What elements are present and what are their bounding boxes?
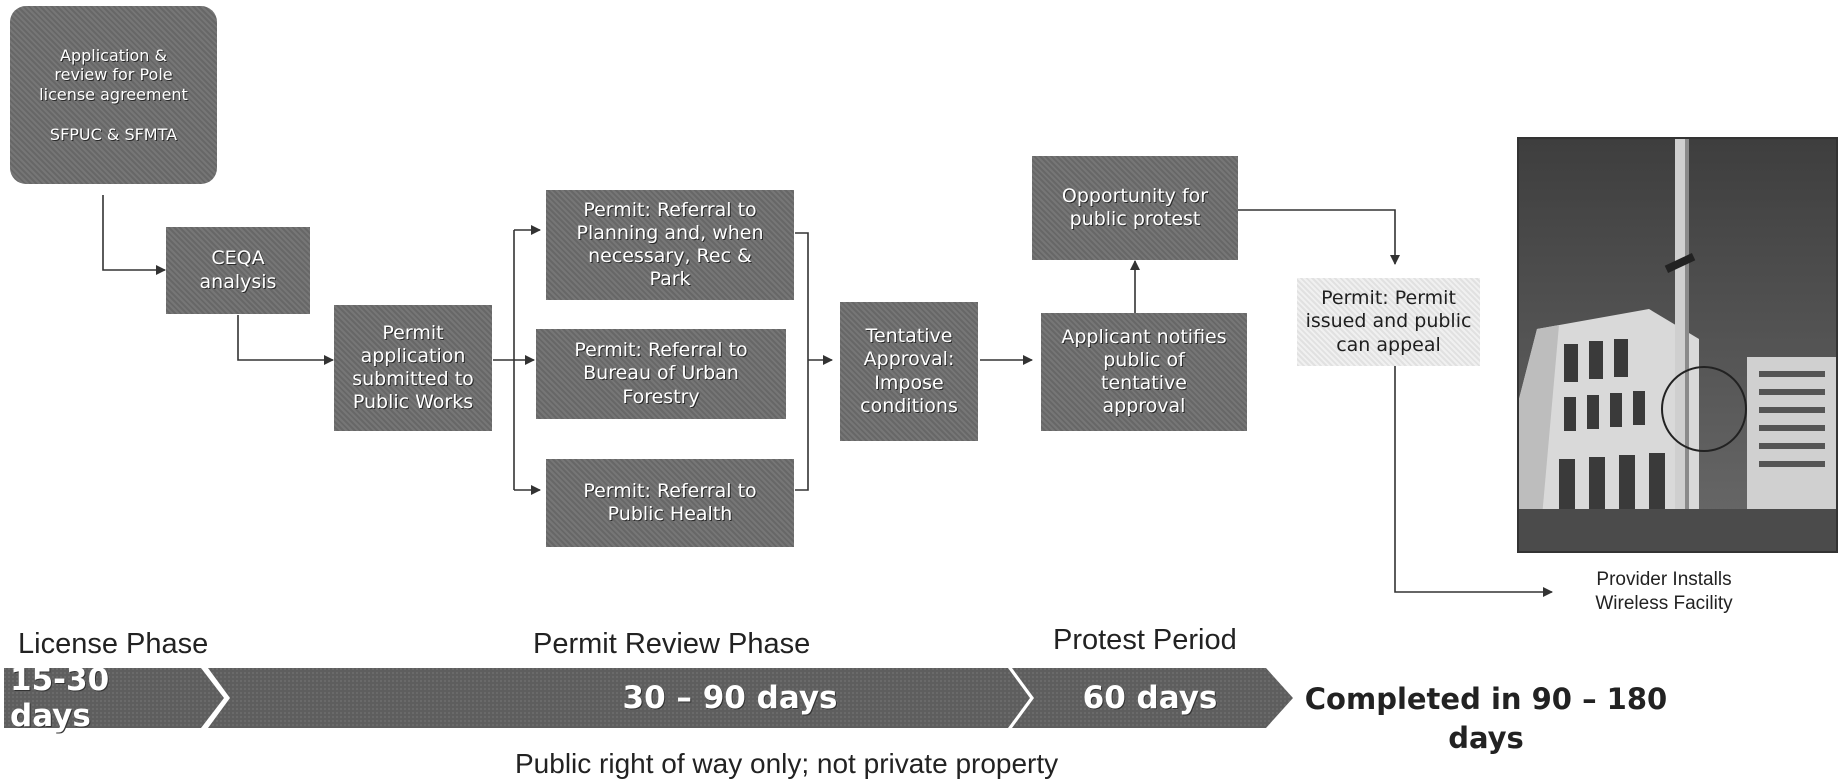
completed-line: days: [1448, 721, 1524, 756]
public-health-line: Permit: Referral to: [583, 479, 757, 502]
issued-line: issued and public: [1305, 310, 1472, 333]
provider-line: Provider Installs: [1596, 569, 1732, 590]
pole-license-box: Application & review for Pole license ag…: [10, 6, 217, 184]
planning-referral-box: Permit: Referral to Planning and, when n…: [546, 190, 794, 300]
pole-license-line: Application &: [60, 45, 167, 65]
protest-days-label: 60 days: [1082, 680, 1218, 716]
permit-issued-box: Permit: Permit issued and public can app…: [1297, 278, 1480, 366]
ceqa-line: CEQA: [211, 247, 265, 270]
wireless-pole-photo: [1517, 137, 1838, 553]
pole-license-line: license agreement: [39, 85, 188, 104]
urban-forestry-line: Permit: Referral to: [574, 339, 748, 362]
ceqa-line: analysis: [199, 270, 277, 293]
urban-forestry-line: Bureau of Urban: [583, 362, 739, 385]
provider-installs-label: Provider Installs Wireless Facility: [1558, 568, 1770, 616]
license-days-label: 15-30 days: [10, 662, 110, 734]
public-works-line: submitted to: [352, 368, 474, 390]
tentative-line: conditions: [860, 394, 958, 417]
urban-forestry-referral-box: Permit: Referral to Bureau of Urban Fore…: [536, 329, 786, 419]
provider-line: Wireless Facility: [1595, 592, 1733, 614]
planning-line: Planning and, when: [576, 221, 764, 244]
license-days-segment: [4, 668, 224, 728]
protest-period-heading: Protest Period: [1053, 624, 1237, 656]
protest-days-segment: [1012, 668, 1293, 728]
urban-forestry-line: Forestry: [622, 385, 700, 408]
notifies-line: Applicant notifies: [1061, 325, 1227, 348]
pole-license-agencies: SFPUC & SFMTA: [49, 124, 178, 144]
public-works-line: Permit: [382, 321, 444, 344]
tentative-line: Approval:: [863, 348, 955, 371]
public-protest-box: Opportunity for public protest: [1032, 156, 1238, 260]
public-health-referral-box: Permit: Referral to Public Health: [546, 459, 794, 547]
issued-line: can appeal: [1336, 333, 1441, 356]
protest-line: Opportunity for: [1061, 184, 1209, 207]
ceqa-analysis-box: CEQA analysis: [166, 227, 310, 314]
planning-line: necessary, Rec &: [588, 245, 752, 267]
planning-line: Permit: Referral to: [583, 198, 757, 221]
tentative-line: Tentative: [865, 325, 953, 348]
public-works-line: application: [360, 344, 466, 367]
issued-line: Permit: Permit: [1321, 287, 1456, 310]
review-days-segment: [208, 668, 1030, 728]
tentative-line: Impose: [874, 371, 944, 394]
permit-review-phase-heading: Permit Review Phase: [533, 628, 811, 660]
planning-line: Park: [649, 268, 691, 291]
public-works-box: Permit application submitted to Public W…: [334, 305, 492, 431]
completed-line: Completed in 90 – 180: [1304, 682, 1668, 716]
applicant-notifies-box: Applicant notifies public of tentative a…: [1041, 313, 1247, 431]
review-days-label: 30 – 90 days: [622, 680, 838, 716]
public-works-line: Public Works: [352, 391, 474, 414]
protest-line: public protest: [1069, 208, 1201, 230]
public-health-line: Public Health: [607, 503, 733, 525]
license-phase-heading: License Phase: [18, 628, 209, 660]
pole-license-line: review for Pole: [54, 65, 173, 85]
notifies-line: approval: [1102, 395, 1186, 418]
notifies-line: tentative: [1101, 372, 1187, 394]
completed-label: Completed in 90 – 180 days: [1296, 680, 1676, 758]
street-scene-icon: [1519, 139, 1836, 551]
notifies-line: public of: [1103, 348, 1185, 371]
footnote: Public right of way only; not private pr…: [515, 748, 1059, 779]
tentative-approval-box: Tentative Approval: Impose conditions: [840, 302, 978, 441]
